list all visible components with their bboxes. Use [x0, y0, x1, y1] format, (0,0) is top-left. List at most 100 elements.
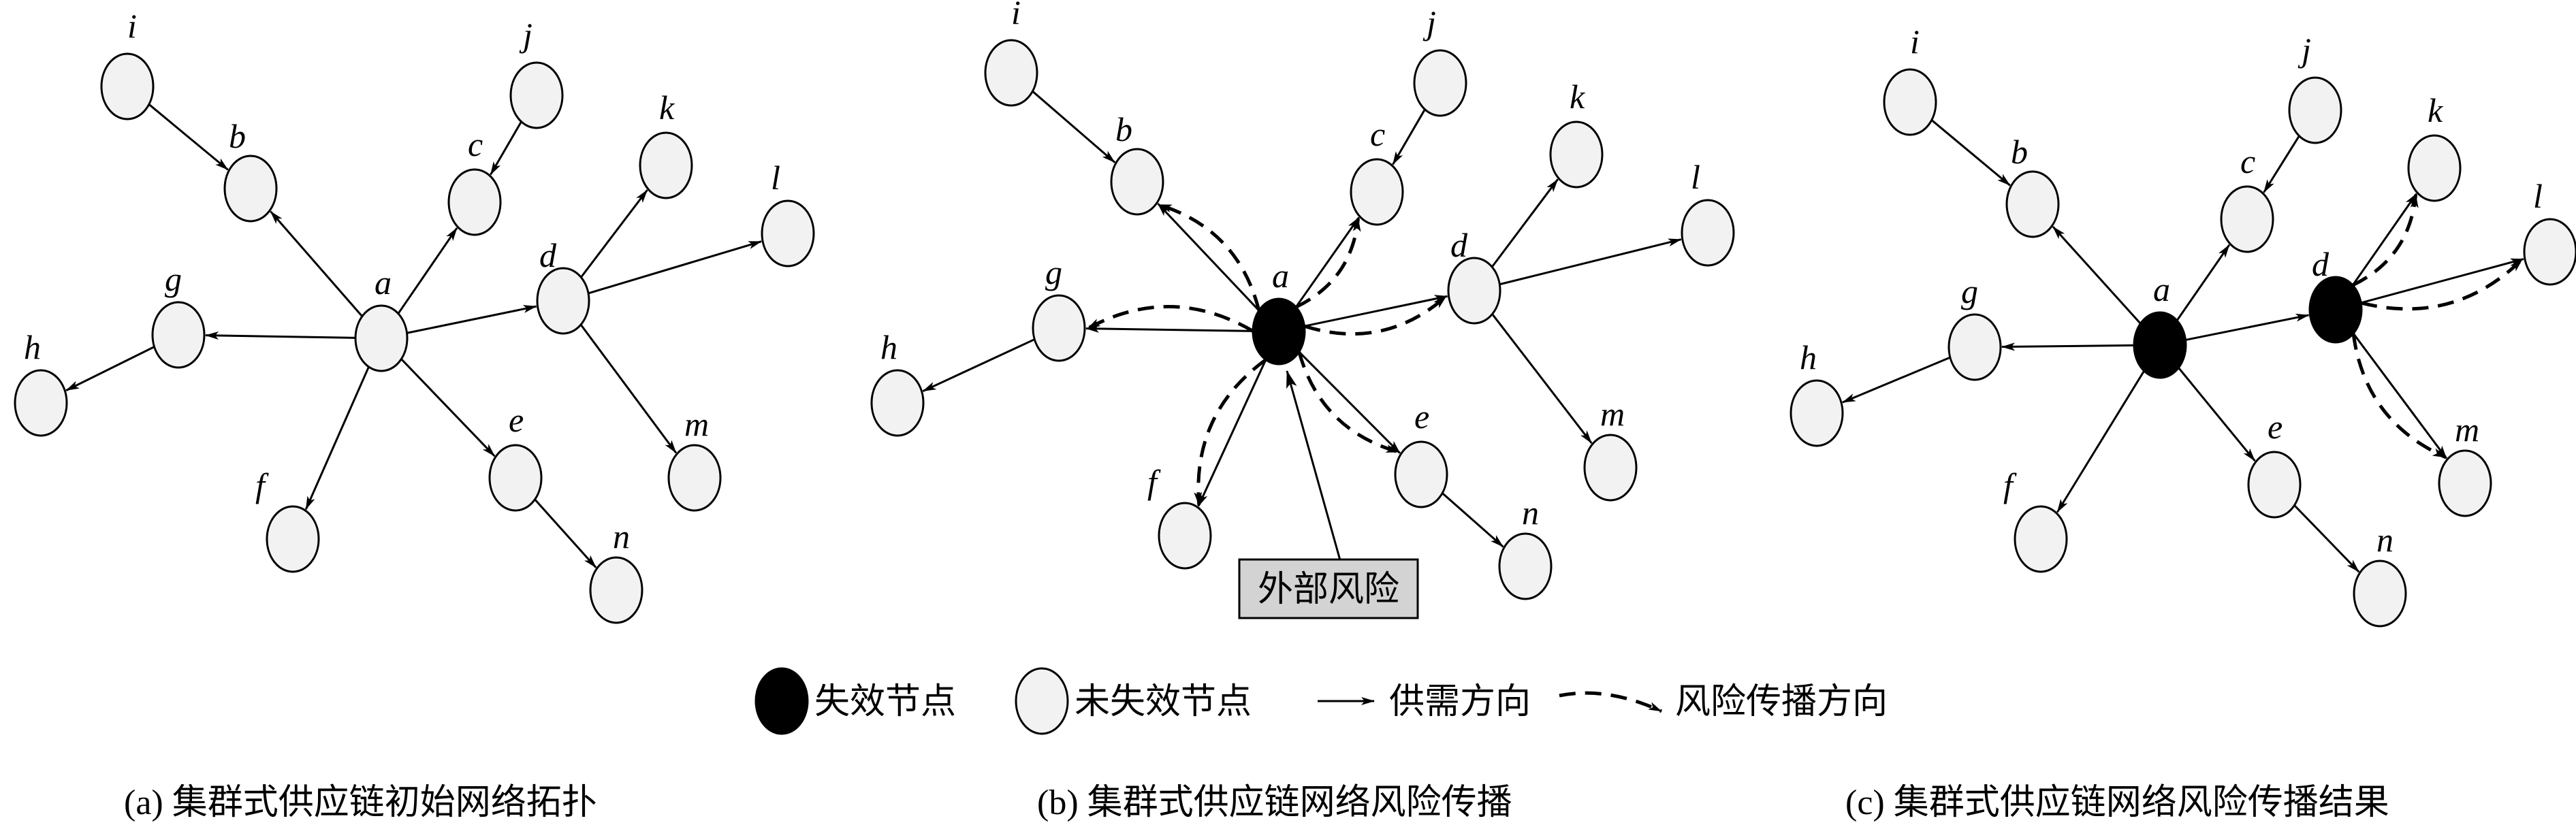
legend: 失效节点 未失效节点 供需方向 风险传播方向 — [754, 667, 1888, 735]
legend-failed-node-symbol — [754, 667, 809, 735]
node-j — [1413, 49, 1467, 117]
node-label-c: c — [468, 125, 483, 163]
edge-i-b — [1032, 90, 1116, 163]
node-label-i: i — [127, 7, 137, 45]
node-label-l: l — [771, 159, 780, 197]
edge-a-b — [270, 210, 363, 317]
edge-d-m — [1491, 313, 1593, 444]
node-e — [488, 444, 543, 512]
node-d — [1447, 257, 1501, 325]
node-c — [1350, 158, 1404, 226]
node-label-b: b — [1115, 110, 1132, 148]
edge-a-g — [2001, 342, 2135, 351]
node-label-j: j — [519, 16, 532, 54]
node-h — [14, 369, 68, 437]
edges-a — [65, 103, 763, 568]
edge-a-e — [400, 358, 496, 457]
edge-a-c — [397, 227, 458, 314]
node-label-l: l — [1691, 158, 1700, 196]
node-label-f: f — [2003, 466, 2017, 504]
node-label-f: f — [1147, 463, 1161, 501]
node-label-m: m — [1600, 395, 1625, 433]
legend-normal-node-label: 未失效节点 — [1075, 681, 1252, 722]
node-a-failed — [2133, 311, 2187, 379]
node-g — [151, 301, 206, 369]
node-j — [509, 61, 564, 129]
node-label-j: j — [2297, 31, 2311, 69]
edge-d-m — [579, 324, 678, 454]
node-a-failed — [1252, 297, 1306, 366]
node-b — [2005, 170, 2060, 238]
edge-j-c — [1392, 108, 1426, 165]
node-label-h: h — [24, 328, 41, 366]
edge-a-g — [1085, 324, 1254, 333]
node-j — [2288, 76, 2342, 144]
node-n — [589, 556, 643, 624]
edge-j-c — [2263, 135, 2300, 193]
node-label-n: n — [613, 517, 630, 555]
node-i — [984, 39, 1038, 107]
edge-g-h — [922, 338, 1035, 392]
node-l — [2523, 218, 2576, 286]
node-label-g: g — [165, 260, 182, 298]
edge-g-h — [1841, 356, 1951, 404]
edge-a-b — [1157, 203, 1260, 312]
risk-edge-a-g — [1086, 305, 1254, 333]
node-label-m: m — [684, 405, 709, 443]
legend-failed-node-label: 失效节点 — [814, 681, 956, 722]
edge-d-k — [580, 189, 648, 278]
node-label-n: n — [2376, 521, 2394, 559]
node-label-d: d — [2312, 245, 2329, 283]
edge-e-n — [1442, 492, 1504, 548]
node-k — [639, 131, 693, 199]
node-label-a: a — [375, 263, 392, 302]
node-b — [1110, 148, 1164, 216]
external-risk-label: 外部风险 — [1258, 569, 1399, 610]
node-label-i: i — [1910, 22, 1920, 61]
node-label-g: g — [1045, 253, 1062, 291]
node-label-e: e — [2268, 408, 2283, 446]
caption-b: (b) 集群式供应链网络风险传播 — [1037, 783, 1512, 822]
edge-d-l — [588, 240, 763, 295]
edge-a-c — [2176, 244, 2231, 321]
node-c — [447, 168, 502, 236]
edge-a-f — [304, 366, 370, 510]
node-e — [1394, 440, 1448, 508]
node-b — [223, 155, 278, 223]
node-h — [1790, 379, 1844, 447]
node-f — [1158, 502, 1212, 570]
risk-edge-a-b — [1158, 203, 1261, 311]
node-f — [266, 505, 320, 573]
node-label-a: a — [1272, 257, 1289, 295]
edge-d-m — [2352, 333, 2447, 459]
node-label-a: a — [2153, 270, 2170, 308]
edges-c — [1841, 119, 2524, 573]
node-label-m: m — [2455, 410, 2479, 449]
risk-edge-a-f — [1194, 358, 1267, 506]
node-k — [1549, 120, 1604, 189]
edge-a-d — [2185, 313, 2310, 341]
node-label-k: k — [2428, 91, 2443, 129]
node-m — [2438, 449, 2492, 517]
legend-risk-direction-arrow — [1559, 691, 1663, 713]
node-i — [1883, 68, 1937, 136]
edge-d-k — [1491, 178, 1559, 268]
node-e — [2247, 451, 2302, 519]
node-n — [2353, 560, 2407, 628]
risk-edge-d-m — [2351, 333, 2447, 459]
edge-d-l — [2360, 258, 2524, 304]
edge-d-l — [1499, 238, 1682, 286]
node-label-l: l — [2533, 177, 2543, 215]
node-f — [2014, 505, 2068, 573]
edge-a-e — [2178, 367, 2256, 462]
node-label-k: k — [1570, 78, 1585, 116]
legend-normal-node-symbol — [1015, 667, 1069, 735]
node-g — [1032, 294, 1086, 362]
